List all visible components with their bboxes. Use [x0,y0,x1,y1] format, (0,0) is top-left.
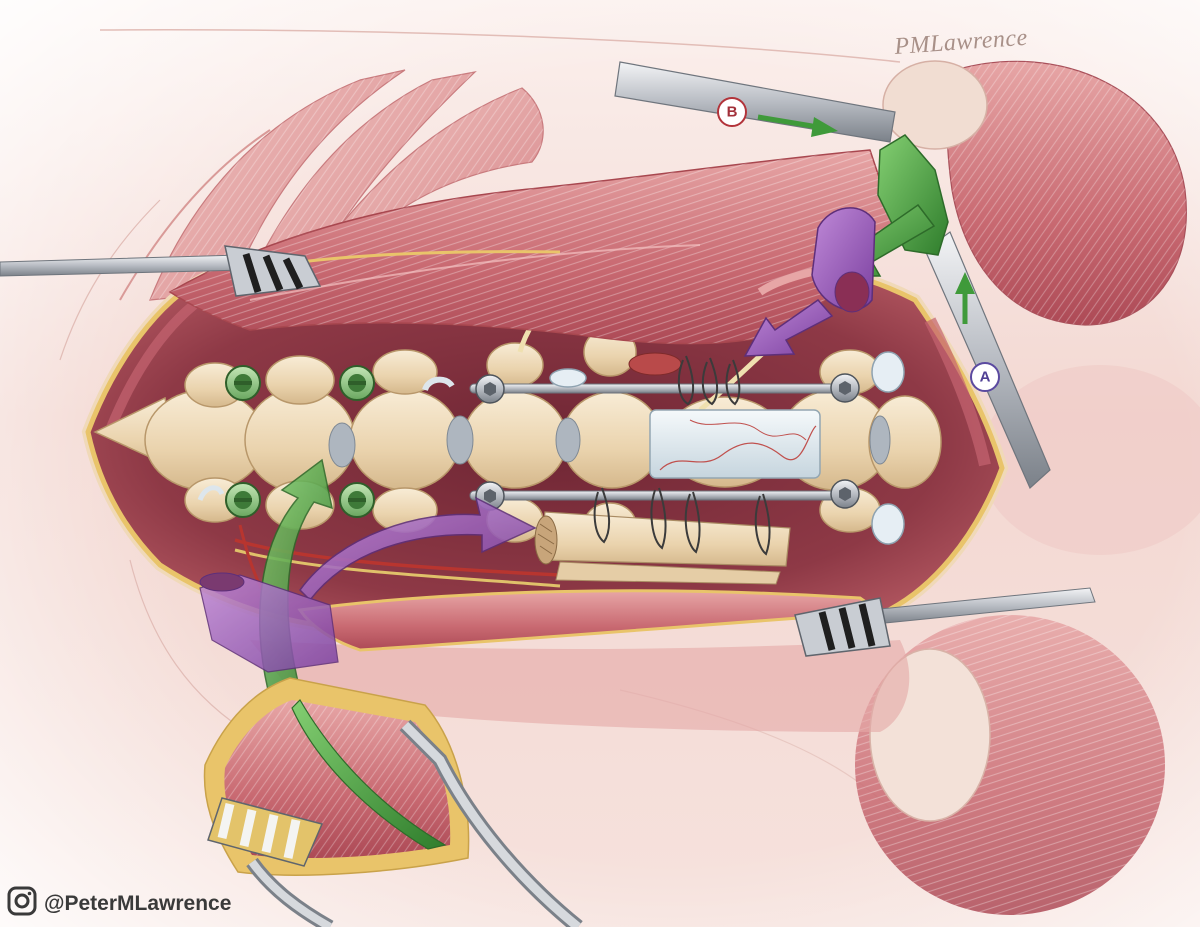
lower-incision [203,677,583,927]
upper-left-muscle-bands [119,69,544,301]
retractor-bottom-right [794,587,1096,657]
intervertebral-discs [328,415,891,468]
retractor-top-left [0,245,322,297]
arrow-a-direction [955,272,975,324]
sublaminar-wires [593,355,771,556]
purple-curved-arrow [299,496,537,602]
purple-muscle-segment [199,574,339,673]
shoulder-bone-cap [882,60,988,150]
vertebra [868,395,942,489]
instagram-icon [7,886,37,916]
instagram-handle: @PeterMLawrence [44,892,231,915]
vertebra [462,391,568,489]
retractor-b-label: B [727,104,738,121]
rod-caps [197,351,905,545]
upper-muscle-flap [168,149,896,345]
lower-right-muscle [855,615,1165,915]
strut-graft [649,409,821,479]
arrow-b-direction [757,114,838,137]
right-shoulder-muscle [882,60,1200,555]
green-incision-arrow [291,699,447,850]
rod-screws [475,373,860,511]
purple-arrows [199,207,876,673]
green-pedicle-screws [225,365,375,518]
retractor-a: A [924,231,1051,490]
retractor-b: B [614,61,896,143]
bone-chip [628,352,682,376]
upper-rod [469,383,851,394]
retractor-b-badge [717,97,747,127]
purple-short-arrow [743,299,834,357]
blade-retractor [399,719,583,927]
rake-retractor [207,797,334,927]
fixation-rods [469,383,851,501]
retractor-a-badge [970,362,1000,392]
retractor-a-label: A [980,369,991,386]
vertebra [349,389,461,491]
credit: @PeterMLawrence [7,886,231,916]
